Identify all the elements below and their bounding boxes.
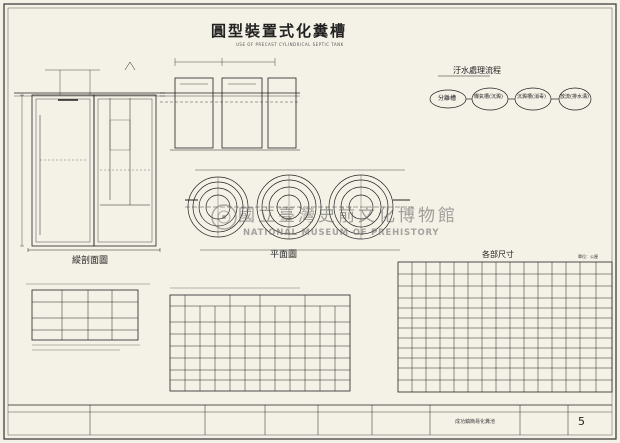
unit-note: 單位：公厘 (578, 254, 598, 259)
museum-logo (211, 204, 237, 230)
flow-step-1: 分離槽 (438, 95, 457, 102)
section-label: 縱剖面圖 (72, 256, 109, 266)
plan-label: 平面圖 (270, 250, 298, 260)
flow-label: 汙水處理流程 (453, 66, 501, 75)
watermark-chinese: 國立臺灣史前文化博物館 (238, 206, 458, 226)
drawing-subtitle: USE OF PRECAST CYLINDRICAL SEPTIC TANK (236, 42, 344, 47)
material-table-left (26, 283, 150, 351)
flow-step-4: 放流(排水溝) (560, 94, 589, 100)
plan-view-drawing (185, 169, 415, 251)
pipe-section-drawing (160, 58, 300, 151)
dimension-table-right (397, 261, 613, 393)
flow-step-2: 曝氣槽(沉澱) (474, 94, 503, 100)
sheet-border (3, 3, 617, 440)
titleblock-name: 成功鎮簡易化糞池 (455, 419, 496, 425)
dims-label: 各部尺寸 (482, 250, 514, 259)
sheet-number: 5 (578, 415, 585, 428)
drawing-title: 圓型裝置式化糞槽 (211, 22, 348, 40)
flow-diagram (429, 75, 592, 111)
watermark-english: NATIONAL MUSEUM OF PREHISTORY (243, 228, 440, 238)
section-drawing (14, 61, 165, 252)
dimension-table-middle (169, 287, 351, 392)
title-block (8, 404, 612, 435)
flow-step-3: 沉澱槽(消毒) (517, 94, 546, 100)
